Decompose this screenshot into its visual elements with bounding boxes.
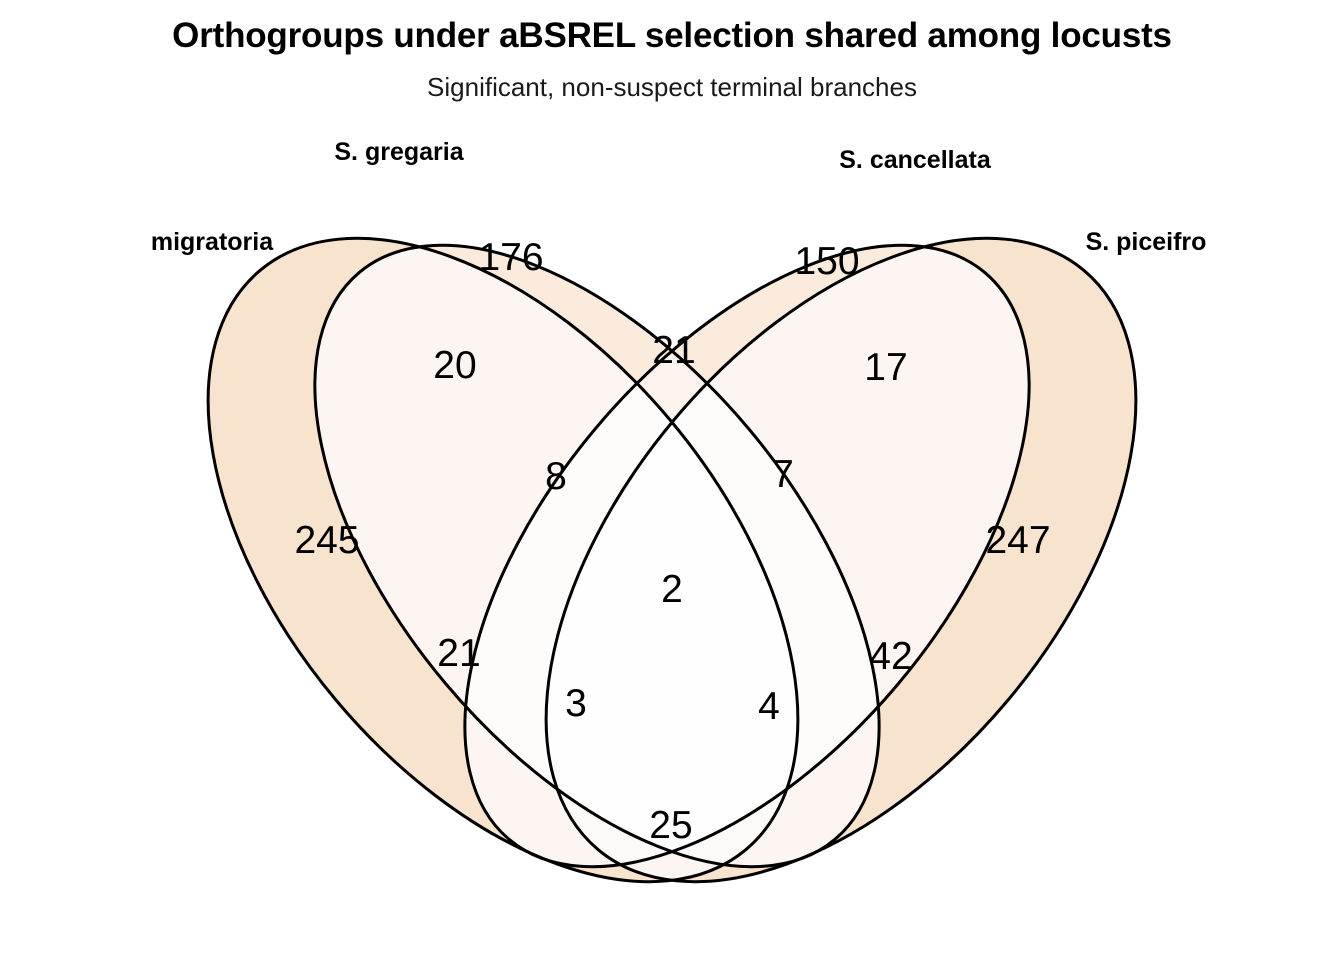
- set-label-group: migratoria S. gregaria S. cancellata S. …: [151, 138, 1207, 256]
- set-label-migratoria: migratoria: [151, 228, 274, 256]
- page-subtitle: Significant, non-suspect terminal branch…: [427, 72, 917, 102]
- page-title: Orthogroups under aBSREL selection share…: [172, 16, 1172, 55]
- region-count-group: 245 176 150 247 20 21 17 21 42 25 8 7 3 …: [294, 236, 1050, 847]
- region-count-abc: 8: [545, 455, 567, 498]
- region-count-ad: 25: [649, 804, 692, 847]
- region-count-bd: 42: [869, 635, 912, 678]
- set-label-s-cancellata: S. cancellata: [839, 146, 992, 174]
- region-count-ab: 20: [433, 344, 476, 387]
- region-count-ac: 21: [437, 632, 480, 675]
- region-count-d: 247: [985, 519, 1050, 562]
- region-count-bcd: 7: [772, 453, 794, 496]
- region-count-abd: 3: [565, 682, 587, 725]
- region-count-c: 150: [794, 240, 859, 283]
- region-count-cd: 17: [864, 346, 907, 389]
- region-count-b: 176: [478, 236, 543, 279]
- region-count-a: 245: [294, 519, 359, 562]
- set-label-s-gregaria: S. gregaria: [334, 138, 464, 166]
- set-label-s-piceifro: S. piceifro: [1086, 228, 1207, 256]
- region-count-abcd: 2: [661, 568, 683, 611]
- region-count-acd: 4: [758, 685, 780, 728]
- region-count-bc: 21: [652, 329, 695, 372]
